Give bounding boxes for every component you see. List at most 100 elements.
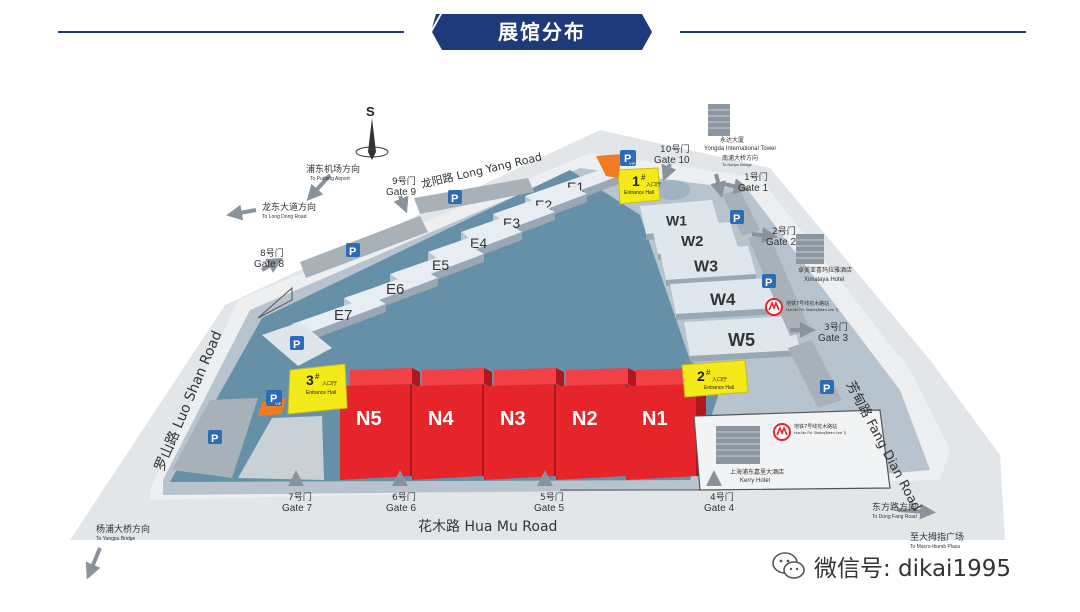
metro1-cn: 地铁7号线花木路站	[786, 300, 829, 307]
ximalaya-cn: 卓美亚喜玛拉雅酒店	[798, 266, 852, 274]
dir-longdong-cn: 龙东大道方向	[262, 201, 316, 213]
dir-macro-cn: 至大拇指广场	[910, 531, 964, 543]
dir-yangpu-en: To Yangpu Bridge	[96, 536, 136, 542]
parking-icon-4: P	[208, 430, 222, 445]
hall-label-w3: W3	[694, 259, 718, 276]
parking-icon-1: P	[448, 190, 462, 205]
arrow-gate9	[393, 195, 409, 214]
road-huamu: 花木路 Hua Mu Road	[418, 519, 557, 535]
parking-lot-topright	[414, 178, 534, 214]
gate-3-en: Gate 3	[818, 333, 848, 344]
gate-10-cn: 10号门	[660, 143, 689, 155]
gate-6-en: Gate 6	[386, 503, 416, 514]
entrance-hall-1-cn: 入口厅	[646, 182, 661, 188]
dir-longdong-en: To Long Dong Road	[262, 214, 307, 220]
svg-text:P: P	[293, 339, 300, 351]
hall-label-n4: N4	[428, 408, 454, 430]
entrance-hall-3-number: 3	[306, 372, 314, 388]
parking-icon-7: P	[820, 380, 834, 395]
dir-dongfang-cn: 东方路方向	[872, 501, 917, 513]
hall-label-w5: W5	[728, 330, 755, 350]
gate-4-cn: 4号门	[710, 491, 734, 503]
metro-icon-2	[773, 423, 791, 441]
compass-icon: S	[355, 104, 389, 160]
gate-6-cn: 6号门	[392, 491, 416, 503]
entrance-hall-2-number: 2	[697, 368, 705, 384]
dir-yangpu-cn: 杨浦大桥方向	[96, 523, 150, 535]
parking-icon-5: P	[730, 210, 744, 225]
hall-e7: E7	[292, 296, 386, 342]
gate-4-en: Gate 4	[704, 503, 734, 514]
wechat-icon	[772, 552, 805, 579]
hall-w5: W5	[684, 316, 800, 362]
arrow-gate10	[661, 163, 677, 182]
hall-label-e5: E5	[432, 257, 449, 273]
hall-n4: N4	[412, 368, 492, 480]
entrance-hall-2-sup: #	[706, 368, 711, 377]
dir-pudong-airport-cn: 浦东机场方向	[306, 163, 360, 175]
entrance-hall-3-cn: 入口厅	[322, 381, 337, 387]
kerry-en: Kerry Hotel	[740, 478, 770, 484]
kerry-hotel-icon	[716, 426, 760, 464]
svg-text:P: P	[733, 213, 740, 225]
yongda-en: Yongda International Tower	[704, 146, 776, 152]
hall-label-w1: W1	[666, 213, 687, 229]
arrow-gate8	[261, 258, 283, 273]
gate-9-cn: 9号门	[392, 175, 416, 187]
gate-1-en: Gate 1	[738, 183, 768, 194]
hall-label-n1: N1	[642, 408, 668, 430]
svg-text:VIP: VIP	[275, 401, 282, 406]
hall-label-w2: W2	[681, 233, 704, 250]
hall-label-e6: E6	[386, 281, 404, 298]
entrance-hall-1-sup: #	[641, 173, 646, 182]
gate-2-en: Gate 2	[766, 237, 796, 248]
svg-text:P: P	[270, 393, 277, 405]
parking-lot-top	[300, 216, 428, 278]
ximalaya-hotel-icon	[796, 234, 824, 264]
gate-5-cn: 5号门	[540, 491, 564, 503]
dir-nanpu-en: To Nanpu Bridge	[722, 162, 753, 167]
entrance-hall-3-sup: #	[315, 372, 320, 381]
entrance-hall-3-en: Entrance Hall	[306, 390, 336, 396]
arrow-dongfang	[897, 503, 936, 520]
entrance-hall-3: 3 # 入口厅 Entrance Hall	[287, 363, 348, 415]
entrance-hall-1-number: 1	[632, 173, 640, 189]
svg-text:P: P	[624, 153, 631, 165]
kerry-cn: 上海浦东嘉里大酒店	[730, 468, 784, 476]
metro1-en: Hua Mu Rd. Station(Metro Line 7)	[786, 308, 838, 312]
gate-8-cn: 8号门	[260, 247, 284, 259]
hall-n2: N2	[556, 368, 636, 480]
hall-label-w4: W4	[710, 290, 736, 309]
entrance-hall-2-en: Entrance Hall	[704, 385, 734, 391]
yongda-tower-icon	[708, 104, 730, 136]
parking-icon-6: P	[762, 274, 776, 289]
metro-icon-1	[765, 298, 783, 316]
header-line-right	[680, 31, 1026, 33]
parking-lot-right2	[748, 232, 810, 336]
hall-n3: N3	[484, 368, 564, 480]
hall-n5: N5	[340, 368, 420, 480]
metro2-cn: 地铁7号线花木路站	[794, 423, 837, 430]
gate-2-cn: 2号门	[772, 225, 796, 237]
gate-3-cn: 3号门	[824, 321, 848, 333]
arrow-nanpu	[710, 173, 726, 198]
hall-label-e4: E4	[470, 235, 487, 251]
arrow-longdong	[226, 204, 257, 221]
hall-label-e7: E7	[334, 307, 352, 324]
svg-text:P: P	[211, 433, 218, 445]
hall-w4: W4	[670, 278, 778, 320]
dir-pudong-airport-en: To Pudong Airport	[310, 176, 350, 182]
hall-label-n5: N5	[356, 408, 382, 430]
metro2-en: Hua Mu Rd. Station(Metro Line 7)	[794, 431, 846, 435]
gate-7-en: Gate 7	[282, 503, 312, 514]
entrance-hall-1: 1 # 入口厅 Entrance Hall	[617, 167, 661, 205]
